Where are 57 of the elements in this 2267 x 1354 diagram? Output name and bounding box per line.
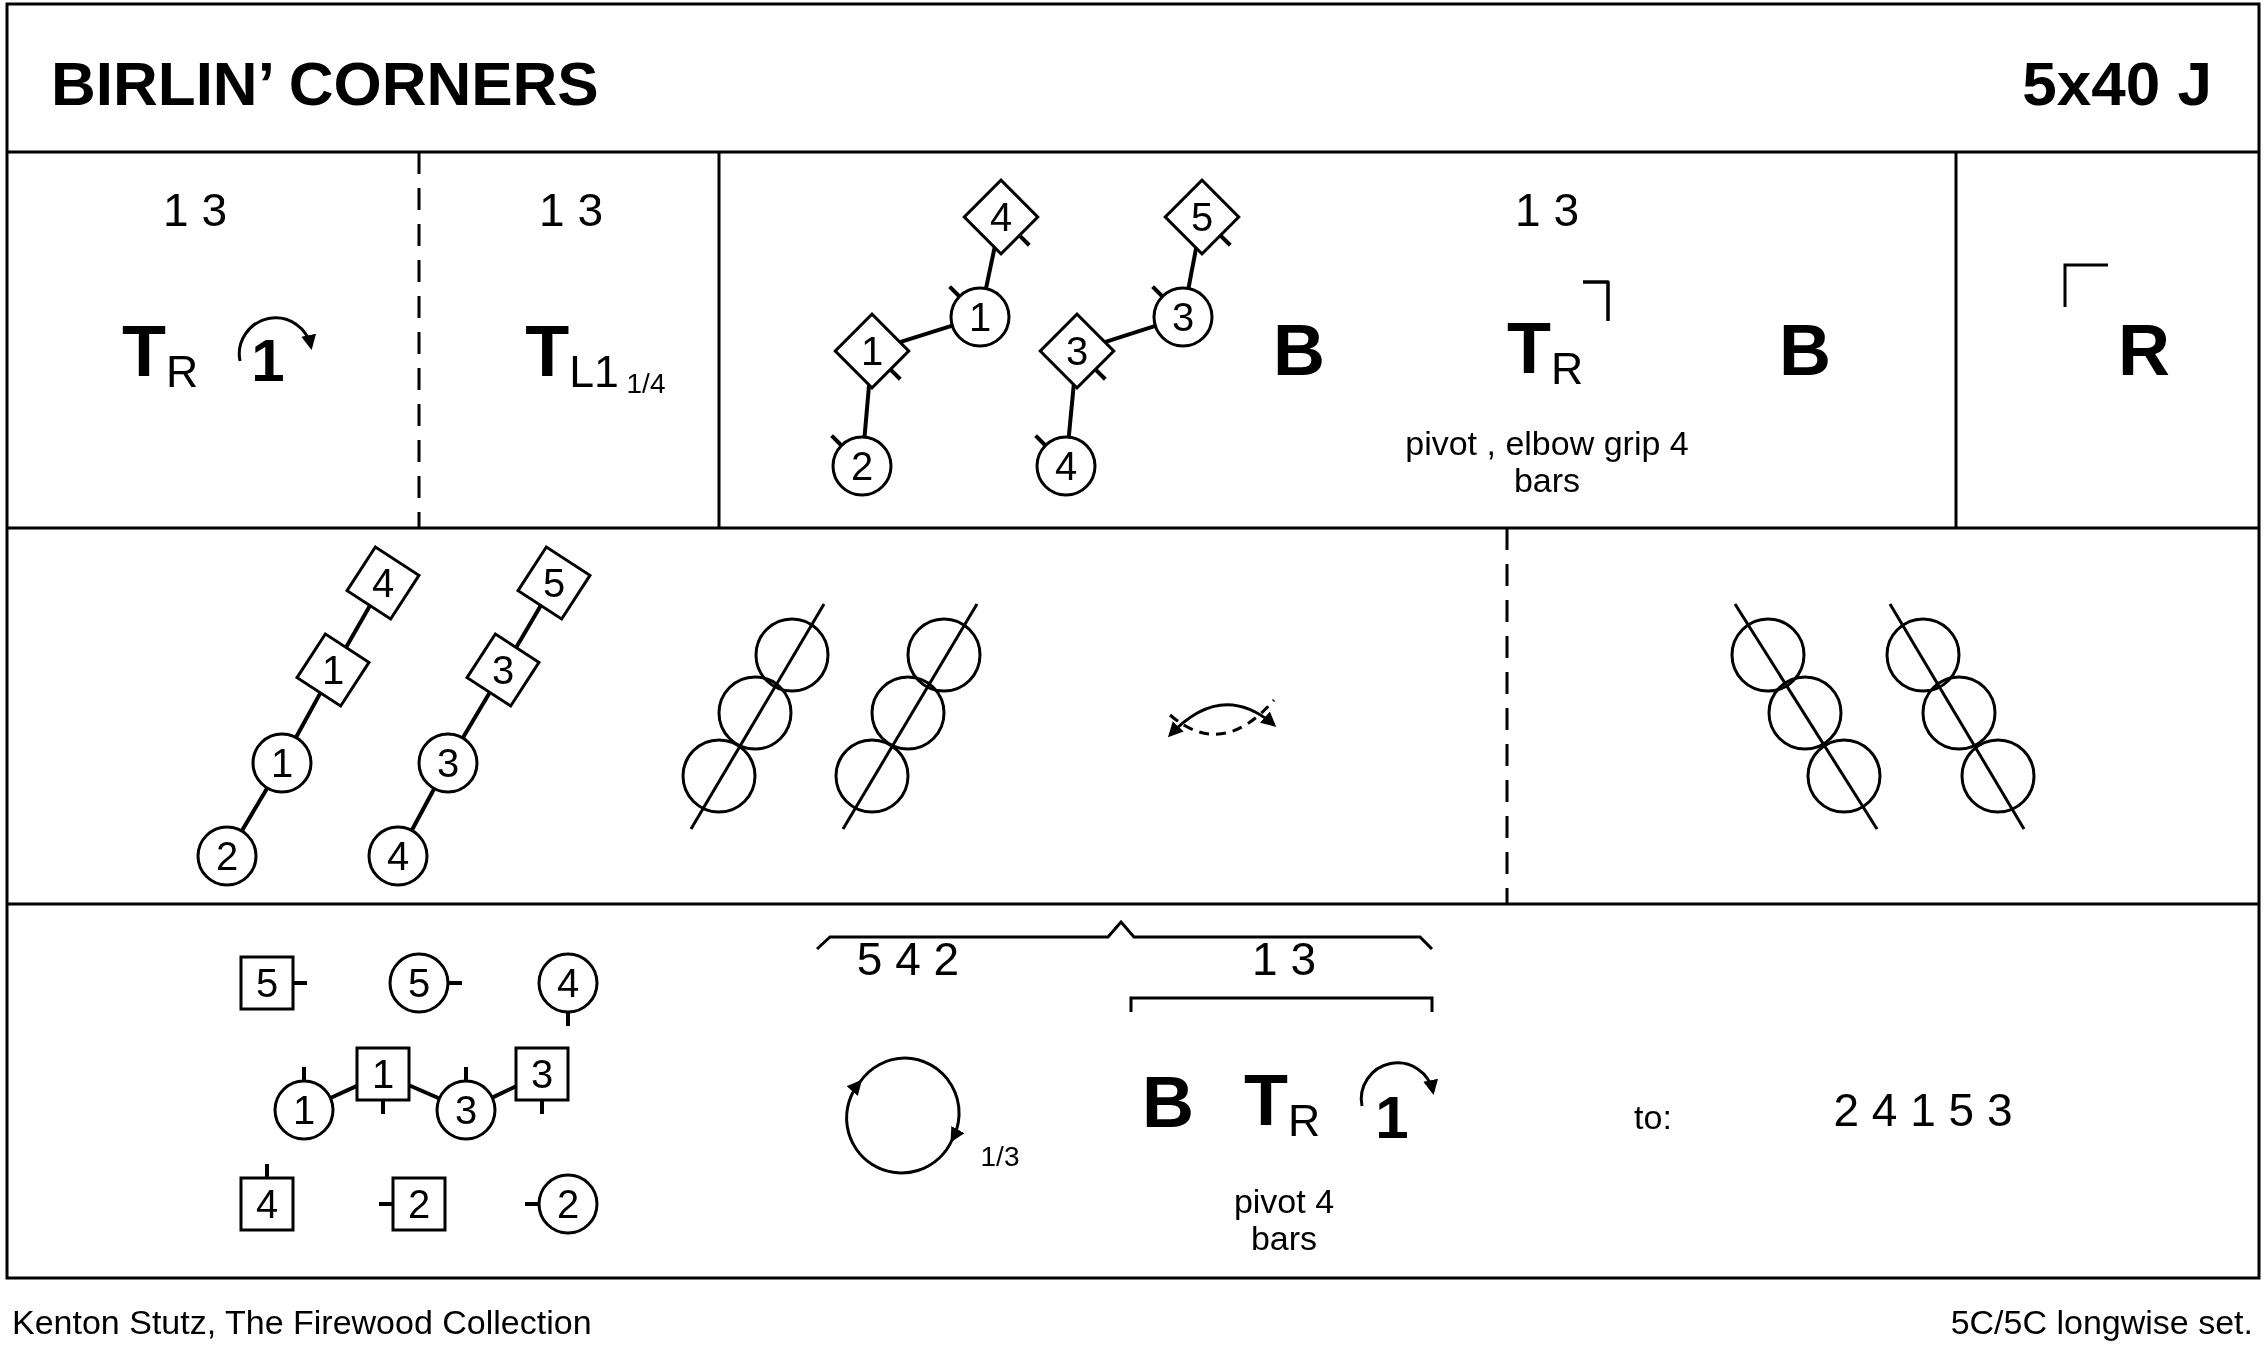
dancer-square: 3 <box>513 1045 571 1103</box>
connector-line <box>1186 247 1199 289</box>
fraction: 1/3 <box>980 1141 1020 1173</box>
connector-line <box>461 691 492 740</box>
dancer-circle: 3 <box>435 1079 497 1141</box>
connector-line <box>240 786 269 833</box>
fraction: 1/4 <box>626 368 666 400</box>
dancer-circle: 1 <box>949 286 1011 348</box>
final-order: 2 4 1 5 3 <box>1833 1084 2013 1136</box>
figure-symbol: B <box>1779 311 1831 391</box>
result-label: to: <box>1634 1099 1672 1137</box>
dancer-circle: 2 <box>831 435 893 497</box>
dancer-circle: 3 <box>1152 286 1214 348</box>
connector-line <box>491 1084 517 1100</box>
figure-symbol: B <box>1142 1063 1194 1143</box>
dancer-circle: 4 <box>1035 435 1097 497</box>
couple-numbers: 1 3 <box>539 184 603 236</box>
dancer-circle: 1 <box>251 732 313 794</box>
connector-line <box>899 323 953 345</box>
turn-count: 1 <box>251 328 285 394</box>
figure-symbol: T$_{R}$ <box>1243 1060 1321 1146</box>
dancer-circle: 5 <box>388 952 450 1014</box>
dancer-circle: 4 <box>367 825 429 887</box>
connector-line <box>1066 384 1076 438</box>
figure-symbol: T$_{R}$ <box>121 311 199 397</box>
dance-format: 5x40 J <box>2022 49 2212 119</box>
couple-numbers: 5 4 2 <box>856 933 960 985</box>
dancer-square: 5 <box>238 954 296 1012</box>
dancer-square: 2 <box>390 1175 448 1233</box>
dancer-circle: 2 <box>196 825 258 887</box>
title: BIRLIN’ CORNERS <box>51 49 599 119</box>
connector-line <box>329 1084 358 1100</box>
dancer-circle: 4 <box>537 952 599 1014</box>
figure-symbol: B <box>1273 311 1325 391</box>
figure-note: pivot 4 bars <box>1232 1182 1336 1258</box>
connector-line <box>294 691 323 739</box>
figure-symbol: T$_{R}$ <box>1506 308 1584 394</box>
credit-text: Kenton Stutz, The Firewood Collection <box>12 1304 592 1342</box>
connector-line <box>984 246 997 290</box>
connector-line <box>1104 323 1156 344</box>
connector-line <box>514 604 543 649</box>
figure-note: pivot , elbow grip 4 bars <box>1404 424 1690 500</box>
connector-line <box>409 787 437 832</box>
dancer-circle: 1 <box>273 1079 335 1141</box>
connector-line <box>862 384 872 438</box>
couple-numbers: 1 3 <box>1515 184 1579 236</box>
figure-symbol: T$_{L1}$ <box>525 311 619 397</box>
dancer-square: 1 <box>354 1045 412 1103</box>
set-format: 5C/5C longwise set. <box>1950 1304 2253 1342</box>
dancer-circle: 2 <box>537 1173 599 1235</box>
turn-count: 1 <box>1375 1085 1409 1151</box>
dancer-circle: 3 <box>417 732 479 794</box>
couple-numbers: 1 3 <box>163 184 227 236</box>
connector-line <box>344 604 372 649</box>
couple-numbers: 1 3 <box>1252 933 1316 985</box>
dancer-square: 4 <box>238 1175 296 1233</box>
figure-symbol: R <box>2118 311 2170 391</box>
